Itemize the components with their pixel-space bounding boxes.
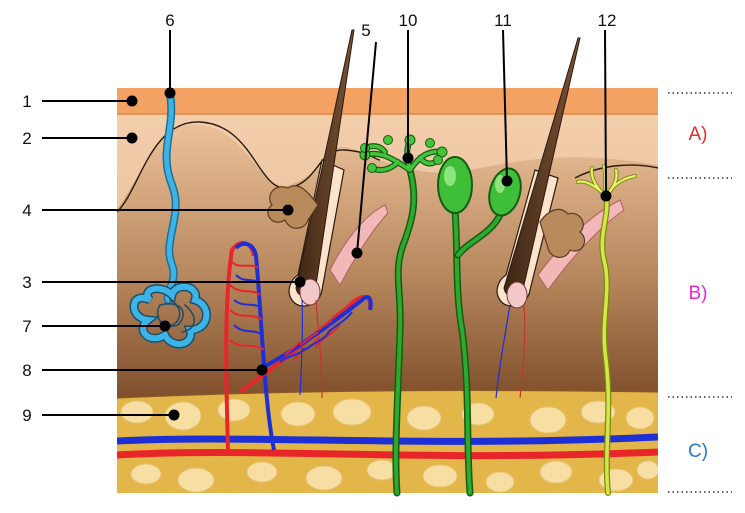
number-labels: 1 2 3 4 5 6 7 8 9 10 11 12 [22,11,616,425]
label-4: 4 [22,201,31,220]
deep-artery [117,448,658,460]
label-9: 9 [22,406,31,425]
label-12: 12 [598,11,617,30]
label-11: 11 [494,11,512,30]
sweat-gland [129,89,211,349]
sebaceous-gland-left [267,185,319,229]
label-7: 7 [22,317,31,336]
layer-label-a: A) [689,124,708,145]
label-5: 5 [361,21,370,40]
nerve-endings [359,134,637,497]
corpuscle-11a [437,156,473,214]
dermal-papilla-outline [117,121,381,213]
sweat-gland-coil [129,282,211,349]
layer-label-b: B) [689,283,708,304]
layer-label-c: C) [688,441,708,462]
hair-bulb-left [299,278,321,306]
leader-lines [42,29,612,421]
capillary-venule-left [234,241,276,451]
label-6: 6 [165,11,174,30]
fat-cells [120,398,658,493]
label-3: 3 [22,273,31,292]
deep-vein [117,433,658,445]
sebaceous-gland-right [539,208,585,258]
hair-follicle-left [267,29,389,399]
label-10: 10 [399,11,418,30]
epidermis [117,88,658,114]
layer-dividers [668,92,732,493]
hair-bulb-right [506,281,528,309]
arrector-pili-muscle-left [329,204,389,286]
label-2: 2 [22,129,31,148]
label-1: 1 [22,92,31,111]
label-8: 8 [22,361,31,380]
branching-receptor-10 [359,134,448,173]
